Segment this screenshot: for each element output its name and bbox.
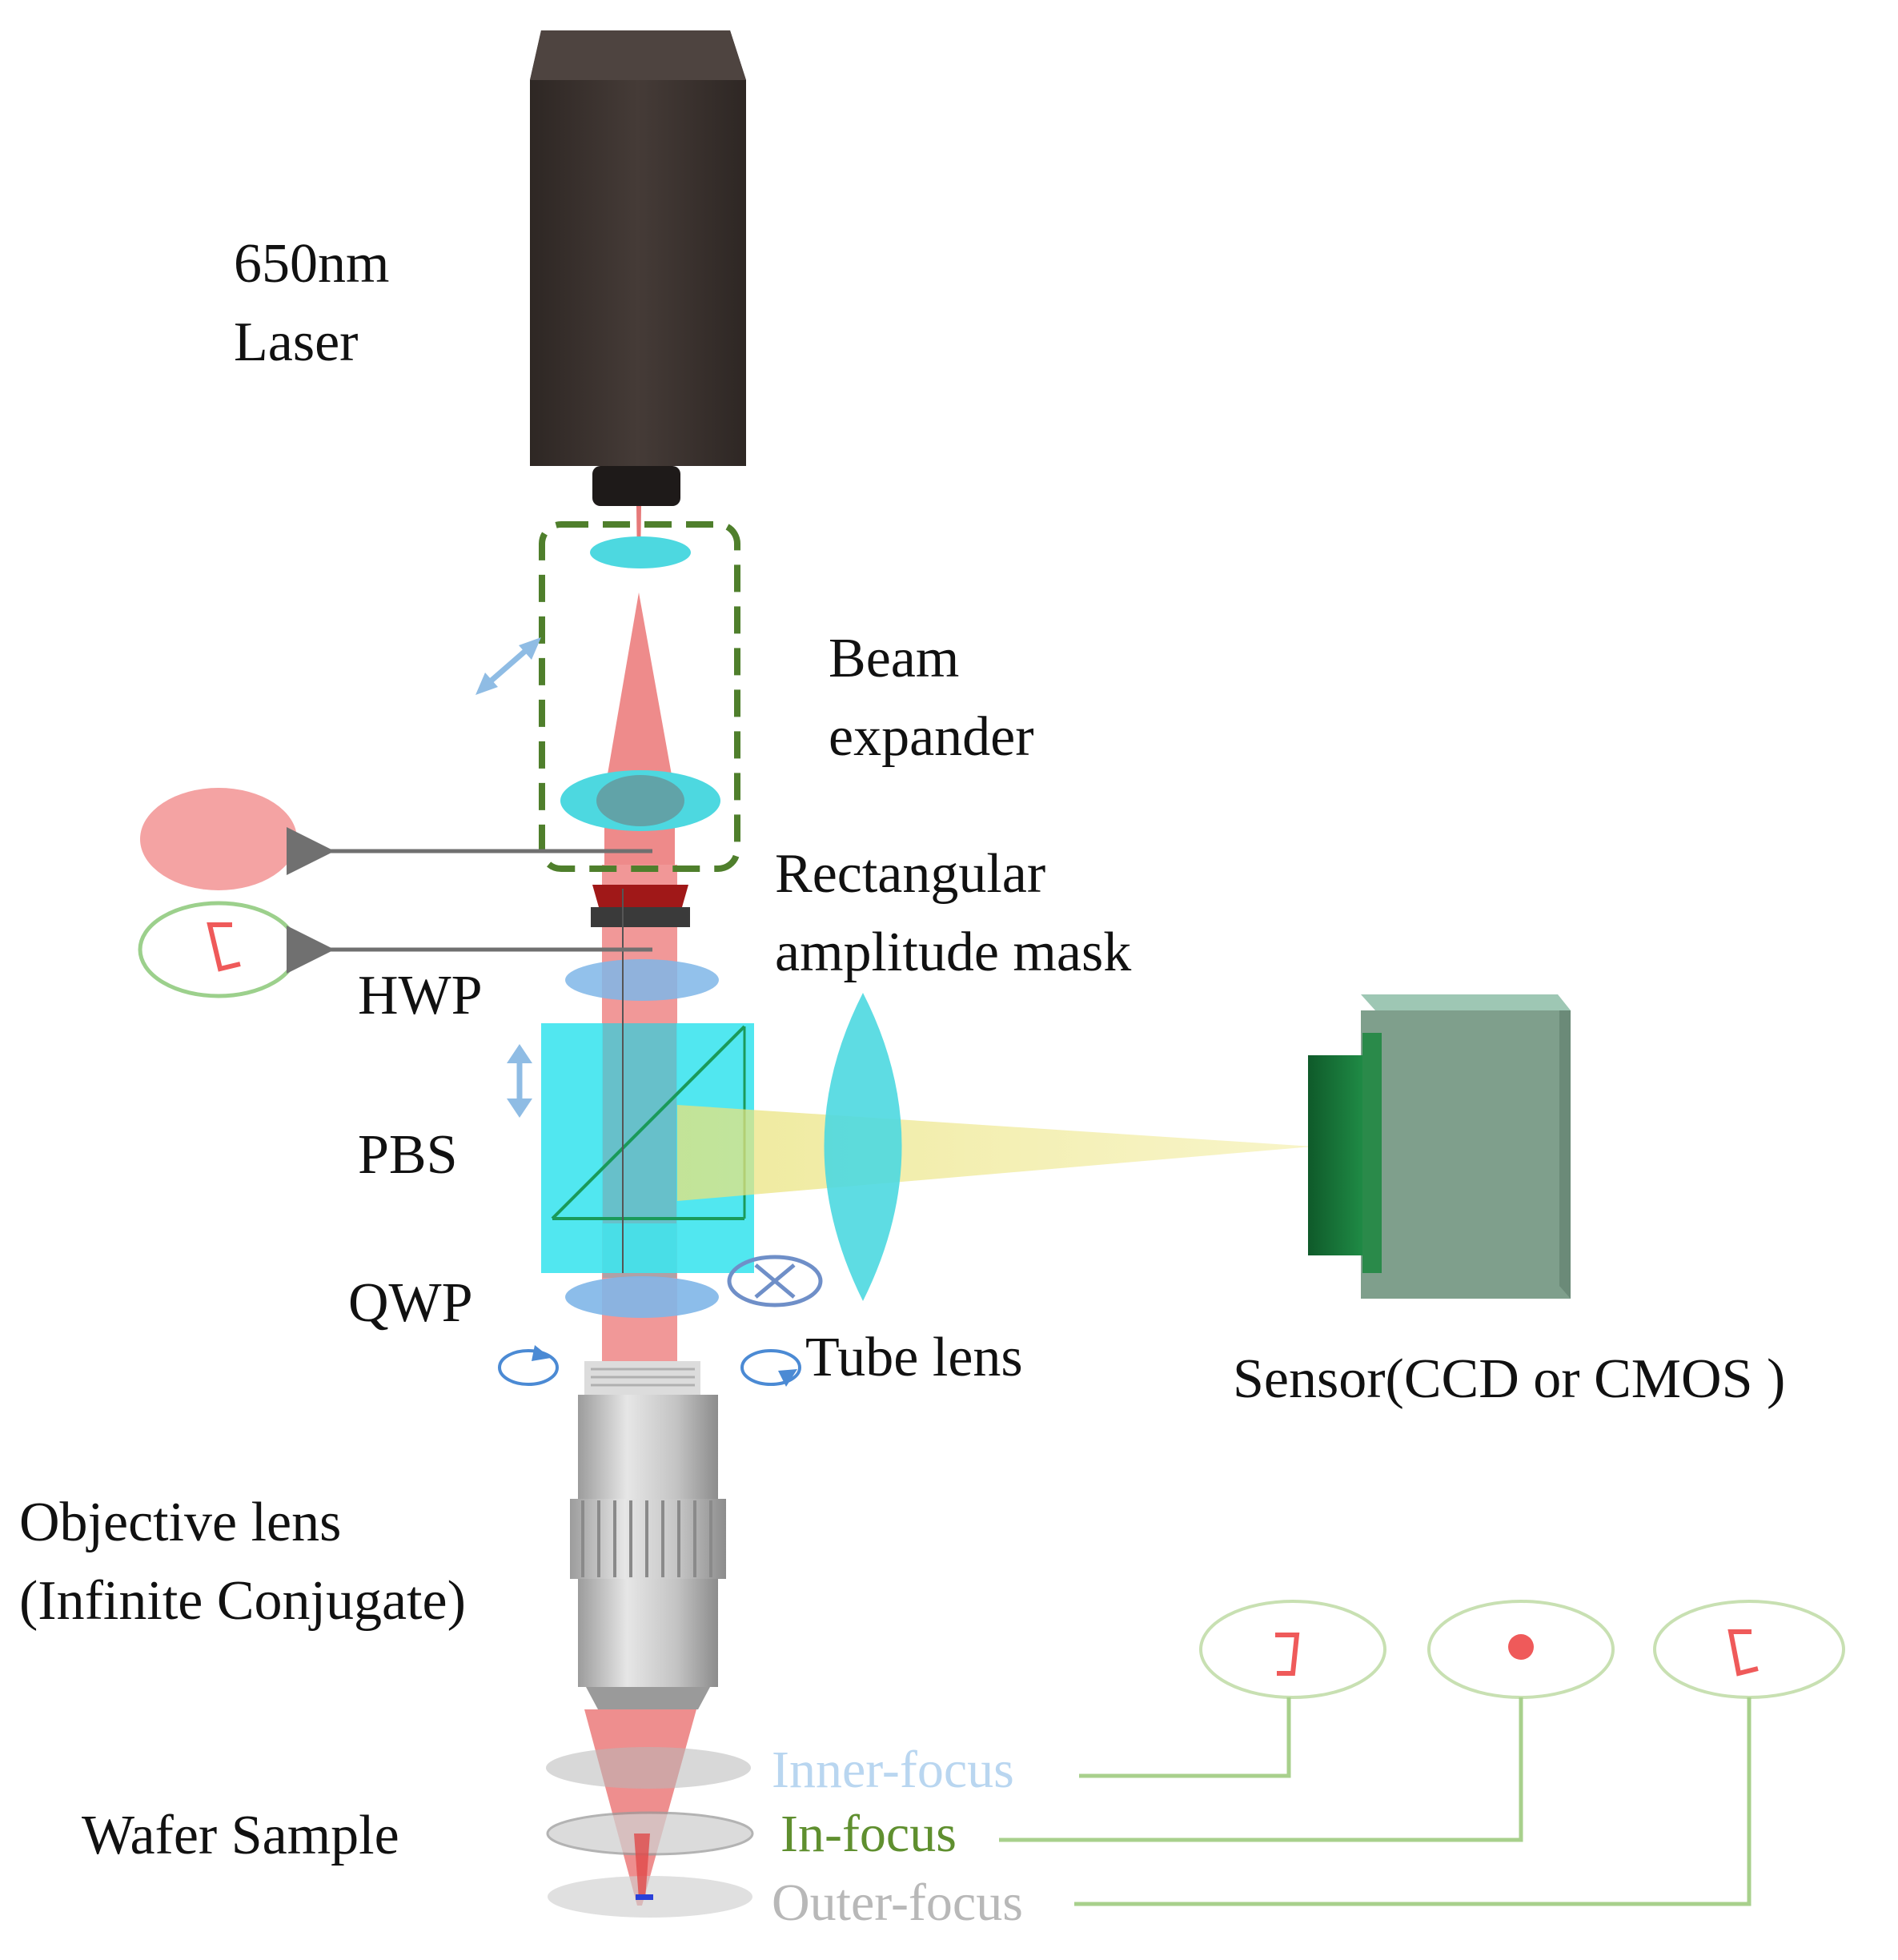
hwp-label: HWP bbox=[358, 965, 483, 1026]
circular-polarization-icon bbox=[740, 1349, 801, 1387]
hwp-plate bbox=[565, 959, 719, 1001]
pbs-label: PBS bbox=[358, 1124, 458, 1186]
inner-focus-label: Inner-focus bbox=[772, 1741, 1014, 1799]
expander-small-lens bbox=[590, 536, 691, 568]
laser-source bbox=[530, 30, 746, 506]
objective-lens bbox=[570, 1361, 726, 1709]
outer-focus-connector bbox=[1074, 1697, 1752, 1906]
tube-lens bbox=[824, 993, 902, 1301]
bidirectional-arrow-icon bbox=[476, 637, 541, 695]
laser-label-line1: 650nm bbox=[234, 233, 389, 295]
beam-expander-label-line2: expander bbox=[829, 706, 1034, 768]
in-focus-pattern bbox=[1427, 1600, 1615, 1699]
circular-polarization-icon bbox=[498, 1345, 559, 1386]
outer-focus-label: Outer-focus bbox=[772, 1874, 1023, 1932]
mask-label-line1: Rectangular bbox=[775, 843, 1045, 905]
beam-expander bbox=[539, 521, 740, 872]
objective-label-line1: Objective lens bbox=[19, 1492, 341, 1553]
mask-label-line2: amplitude mask bbox=[775, 922, 1131, 983]
in-focus-connector bbox=[999, 1697, 1523, 1842]
focus-spot bbox=[636, 1894, 653, 1900]
masked-beam-spot bbox=[138, 901, 299, 998]
outer-focus-pattern bbox=[1653, 1600, 1845, 1699]
focused-beam-tail bbox=[634, 1833, 650, 1899]
expander-dashed-box bbox=[539, 521, 740, 872]
qwp-label: QWP bbox=[348, 1272, 473, 1334]
inner-focus-plane bbox=[546, 1747, 751, 1789]
inner-focus-connector bbox=[1079, 1697, 1291, 1778]
laser-aperture bbox=[592, 466, 680, 506]
in-focus-label: In-focus bbox=[780, 1805, 957, 1863]
bidirectional-arrow-icon bbox=[507, 1044, 532, 1118]
beam-expander-label-line1: Beam bbox=[829, 628, 959, 689]
laser-label-line2: Laser bbox=[234, 311, 358, 373]
wafer-sample-label: Wafer Sample bbox=[82, 1805, 399, 1866]
expanded-beam-spot bbox=[140, 788, 297, 890]
qwp-plate bbox=[565, 1276, 719, 1318]
sensor-label: Sensor(CCD or CMOS ) bbox=[1233, 1348, 1785, 1410]
sensor-camera bbox=[1308, 994, 1571, 1299]
inner-focus-pattern bbox=[1199, 1600, 1386, 1699]
tube-lens-label: Tube lens bbox=[805, 1327, 1023, 1388]
objective-label-line2: (Infinite Conjugate) bbox=[19, 1570, 466, 1632]
reflected-beam bbox=[677, 1105, 1313, 1201]
cross-polarization-icon bbox=[727, 1255, 823, 1307]
amplitude-mask bbox=[591, 885, 690, 927]
